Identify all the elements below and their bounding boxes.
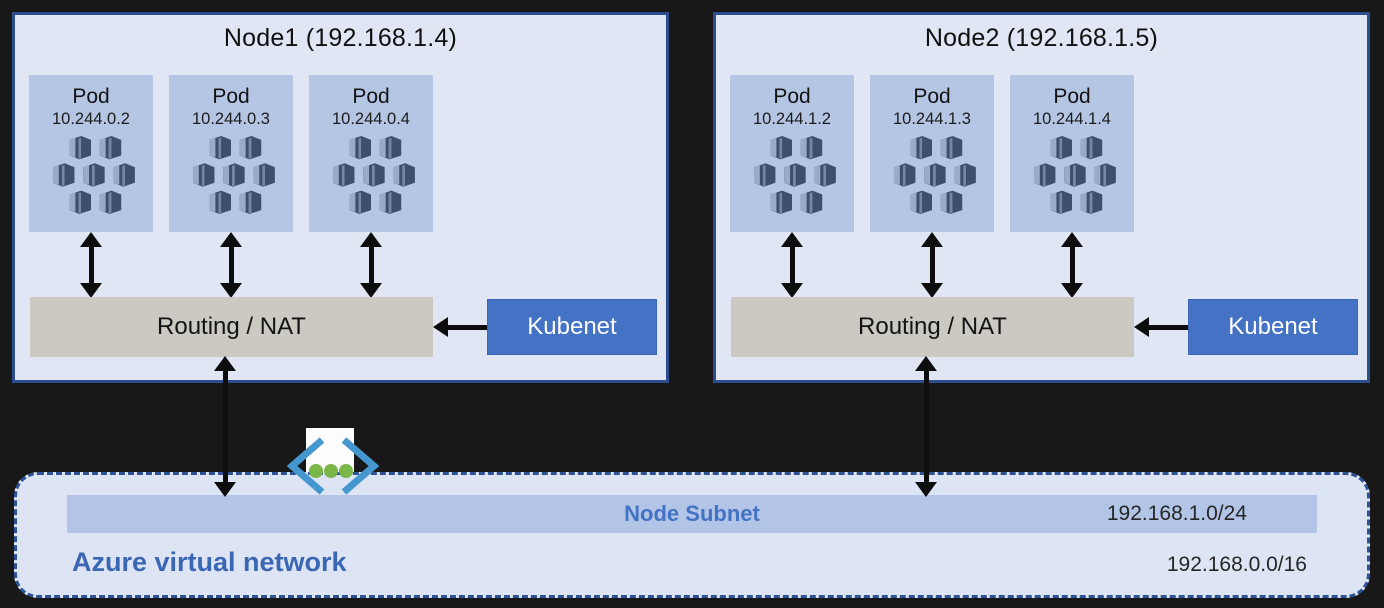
node-subnet-cidr: 192.168.1.0/24 [1106, 502, 1247, 525]
node-subnet-bar: Node Subnet 192.168.1.0/24 [67, 495, 1317, 533]
containers-icon [185, 136, 277, 214]
pod1-router-arrow [79, 232, 103, 298]
containers-icon [746, 136, 838, 214]
pod1-router-arrow [780, 232, 804, 298]
node1-pod-3: Pod 10.244.0.4 [309, 75, 433, 232]
node2-pod-1: Pod 10.244.1.2 [730, 75, 854, 232]
node2-kubenet-box: Kubenet [1188, 299, 1358, 355]
containers-icon [45, 136, 137, 214]
pod3-router-arrow [1060, 232, 1084, 298]
node1-title: Node1 (192.168.1.4) [223, 24, 458, 52]
node1-box: Node1 (192.168.1.4) Pod 10.244.0.2 Pod 1… [12, 12, 669, 383]
pod2-router-arrow [219, 232, 243, 298]
pod-label: Pod [352, 85, 390, 108]
node1-pod-2: Pod 10.244.0.3 [169, 75, 293, 232]
pod-ip: 10.244.1.4 [1033, 110, 1111, 128]
node2-box: Node2 (192.168.1.5) Pod 10.244.1.2 Pod 1… [713, 12, 1370, 383]
pod-ip: 10.244.1.3 [893, 110, 971, 128]
pod-ip: 10.244.0.4 [332, 110, 410, 128]
node-subnet-label: Node Subnet [624, 501, 760, 526]
pod-ip: 10.244.1.2 [753, 110, 831, 128]
node2-routing-nat-box: Routing / NAT [731, 297, 1134, 357]
containers-icon [886, 136, 978, 214]
containers-icon [325, 136, 417, 214]
node1-subnet-arrow [213, 356, 237, 497]
node1-pod-1: Pod 10.244.0.2 [29, 75, 153, 232]
pod-label: Pod [212, 85, 250, 108]
pod-ip: 10.244.0.2 [52, 110, 130, 128]
node1-kubenet-box: Kubenet [487, 299, 657, 355]
pod2-router-arrow [920, 232, 944, 298]
azure-vnet-cidr: 192.168.0.0/16 [1166, 553, 1307, 576]
node2-subnet-arrow [914, 356, 938, 497]
pod-label: Pod [913, 85, 951, 108]
containers-icon [1026, 136, 1118, 214]
node2-pod-3: Pod 10.244.1.4 [1010, 75, 1134, 232]
pod-label: Pod [773, 85, 811, 108]
kubenet-router-arrow [433, 317, 487, 337]
azure-vnet-box: Node Subnet 192.168.1.0/24 Azure virtual… [14, 472, 1370, 598]
node2-pod-2: Pod 10.244.1.3 [870, 75, 994, 232]
node2-title: Node2 (192.168.1.5) [924, 24, 1159, 52]
node1-routing-nat-box: Routing / NAT [30, 297, 433, 357]
virtual-network-icon [286, 428, 380, 495]
pod3-router-arrow [359, 232, 383, 298]
kubenet-router-arrow [1134, 317, 1188, 337]
azure-vnet-label: Azure virtual network [72, 547, 347, 577]
pod-ip: 10.244.0.3 [192, 110, 270, 128]
pod-label: Pod [72, 85, 110, 108]
pod-label: Pod [1053, 85, 1091, 108]
